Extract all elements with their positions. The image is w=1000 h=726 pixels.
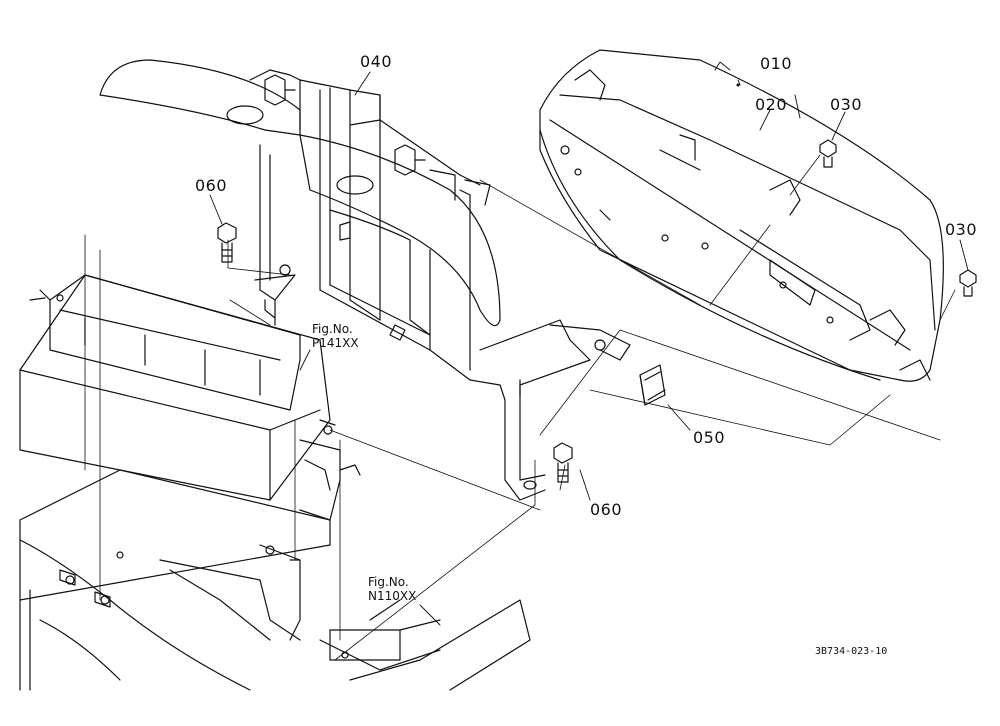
air-duct-assembly bbox=[19, 274, 361, 521]
meter-panel-010 bbox=[539, 49, 944, 382]
leader-lines bbox=[209, 61, 969, 626]
fig-ref-n110-line2: N110XX bbox=[368, 589, 417, 604]
fig-ref-n110: Fig.No. N110XX bbox=[368, 575, 416, 604]
clip-050 bbox=[639, 364, 666, 406]
bolt-060 bbox=[217, 222, 573, 483]
drawing-code: 3B734-023-10 bbox=[815, 646, 888, 657]
callout-030-right: 030 bbox=[945, 220, 978, 239]
callout-030-top: 030 bbox=[830, 95, 863, 114]
fig-ref-p141: Fig.No. P141XX bbox=[312, 322, 359, 351]
fig-ref-p141-line1: Fig.No. bbox=[312, 322, 353, 336]
bracket-040 bbox=[99, 59, 631, 501]
assembly-guide-lines bbox=[84, 154, 956, 661]
callout-050: 050 bbox=[693, 428, 726, 447]
callout-060-left: 060 bbox=[195, 176, 228, 195]
fig-ref-n110-line1: Fig.No. bbox=[368, 575, 409, 589]
screw-030 bbox=[819, 139, 977, 297]
callout-010: 010 bbox=[760, 54, 793, 73]
callout-040: 040 bbox=[360, 52, 393, 71]
callout-060-lower: 060 bbox=[590, 500, 623, 519]
fig-ref-p141-line2: P141XX bbox=[312, 336, 359, 351]
lower-frame-structure bbox=[19, 469, 531, 691]
callout-020: 020 bbox=[755, 95, 788, 114]
